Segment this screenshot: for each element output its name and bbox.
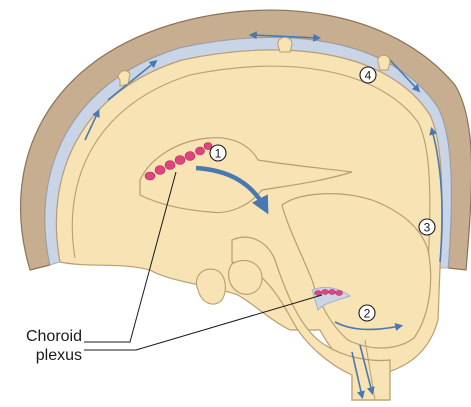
pituitary-lobe-left <box>196 269 225 304</box>
step-marker-1: 1 <box>210 145 226 161</box>
svg-text:3: 3 <box>424 221 431 235</box>
svg-text:2: 2 <box>364 307 371 321</box>
choroid-plexus-label-line1: Choroid <box>26 328 82 345</box>
svg-text:4: 4 <box>365 69 372 83</box>
step-marker-4: 4 <box>360 67 376 83</box>
svg-text:1: 1 <box>215 147 222 161</box>
step-marker-3: 3 <box>419 219 435 235</box>
pituitary-lobe-right <box>229 260 262 294</box>
step-marker-2: 2 <box>359 305 375 321</box>
choroid-plexus-label-line2: plexus <box>36 347 82 364</box>
